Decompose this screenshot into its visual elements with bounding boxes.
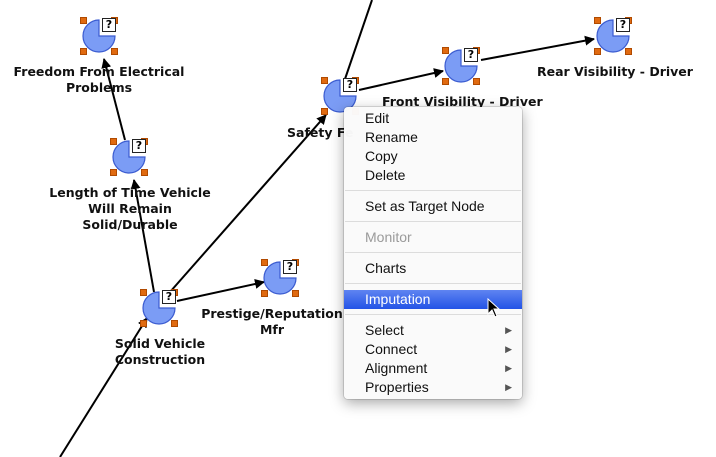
unknown-state-badge: ? xyxy=(162,290,176,304)
menu-item-label: Edit xyxy=(365,110,390,126)
node-label: Length of Time Vehicle Will Remain Solid… xyxy=(49,185,211,232)
node-label: Prestige/Reputation Mfr xyxy=(201,306,343,337)
node-label: Solid Vehicle Construction xyxy=(114,336,206,367)
menu-item-properties[interactable]: Properties ▶ xyxy=(344,378,522,397)
mouse-pointer-icon xyxy=(487,298,501,318)
chevron-right-icon: ▶ xyxy=(505,363,512,373)
menu-item-label: Connect xyxy=(365,341,418,357)
menu-item-label: Rename xyxy=(365,129,418,145)
selection-handle[interactable] xyxy=(442,47,449,54)
selection-handle[interactable] xyxy=(140,289,147,296)
selection-handle[interactable] xyxy=(261,259,268,266)
menu-item-edit[interactable]: Edit xyxy=(344,109,522,128)
menu-item-alignment[interactable]: Alignment ▶ xyxy=(344,359,522,378)
menu-item-set-as-target-node[interactable]: Set as Target Node xyxy=(344,197,522,216)
pie-node-icon xyxy=(596,19,630,53)
pie-node-icon xyxy=(323,79,357,113)
menu-item-label: Alignment xyxy=(365,360,428,376)
menu-separator xyxy=(345,252,521,253)
pie-node-icon xyxy=(444,49,478,83)
edge-front-to-rear[interactable] xyxy=(480,35,595,61)
pie-node-icon xyxy=(112,140,146,174)
selection-handle[interactable] xyxy=(140,320,147,327)
selection-handle[interactable] xyxy=(261,290,268,297)
edge-offscreen-to-solid[interactable] xyxy=(59,317,148,457)
node-rear-visibility-driver[interactable]: ? xyxy=(594,17,632,55)
selection-handle[interactable] xyxy=(594,48,601,55)
edge-safety-to-front[interactable] xyxy=(358,68,444,91)
menu-item-label: Monitor xyxy=(365,229,412,245)
menu-separator xyxy=(345,283,521,284)
node-freedom-from-electrical-problems[interactable]: ? xyxy=(80,17,118,55)
menu-item-label: Delete xyxy=(365,167,406,183)
menu-item-imputation[interactable]: Imputation xyxy=(344,290,522,309)
edge-length-to-freedom[interactable] xyxy=(101,58,126,141)
selection-handle[interactable] xyxy=(141,169,148,176)
chevron-right-icon: ▶ xyxy=(505,325,512,335)
unknown-state-badge: ? xyxy=(464,48,478,62)
menu-item-copy[interactable]: Copy xyxy=(344,147,522,166)
selection-handle[interactable] xyxy=(625,48,632,55)
unknown-state-badge: ? xyxy=(616,18,630,32)
selection-handle[interactable] xyxy=(594,17,601,24)
menu-item-label: Charts xyxy=(365,260,407,276)
menu-item-connect[interactable]: Connect ▶ xyxy=(344,340,522,359)
chevron-right-icon: ▶ xyxy=(505,382,512,392)
menu-item-rename[interactable]: Rename xyxy=(344,128,522,147)
node-label: Freedom From Electrical Problems xyxy=(13,64,185,95)
menu-separator xyxy=(345,314,521,315)
selection-handle[interactable] xyxy=(292,290,299,297)
node-label: Safety Fe xyxy=(287,125,354,140)
selection-handle[interactable] xyxy=(473,78,480,85)
edge-safety-to-offscreen[interactable] xyxy=(344,0,373,80)
selection-handle[interactable] xyxy=(110,169,117,176)
node-label: Rear Visibility - Driver xyxy=(537,64,693,79)
edge-solid-to-safety[interactable] xyxy=(169,114,327,293)
pie-node-icon xyxy=(263,261,297,295)
menu-item-label: Copy xyxy=(365,148,398,164)
chevron-right-icon: ▶ xyxy=(505,344,512,354)
unknown-state-badge: ? xyxy=(283,260,297,274)
menu-item-label: Select xyxy=(365,322,404,338)
pie-node-icon xyxy=(142,291,176,325)
node-front-visibility-driver[interactable]: ? xyxy=(442,47,480,85)
pie-node-icon xyxy=(82,19,116,53)
selection-handle[interactable] xyxy=(80,48,87,55)
node-solid-vehicle-construction[interactable]: ? xyxy=(140,289,178,327)
selection-handle[interactable] xyxy=(80,17,87,24)
menu-item-label: Properties xyxy=(365,379,429,395)
menu-item-monitor: Monitor xyxy=(344,228,522,247)
unknown-state-badge: ? xyxy=(343,78,357,92)
node-context-menu: Edit Rename Copy Delete Set as Target No… xyxy=(344,107,522,399)
selection-handle[interactable] xyxy=(321,77,328,84)
node-length-of-time-vehicle[interactable]: ? xyxy=(110,138,148,176)
edge-solid-to-length[interactable] xyxy=(130,179,155,293)
menu-item-select[interactable]: Select ▶ xyxy=(344,321,522,340)
menu-item-charts[interactable]: Charts xyxy=(344,259,522,278)
unknown-state-badge: ? xyxy=(132,139,146,153)
selection-handle[interactable] xyxy=(111,48,118,55)
node-prestige-reputation-mfr[interactable]: ? xyxy=(261,259,299,297)
selection-handle[interactable] xyxy=(442,78,449,85)
unknown-state-badge: ? xyxy=(102,18,116,32)
menu-separator xyxy=(345,221,521,222)
selection-handle[interactable] xyxy=(110,138,117,145)
menu-item-delete[interactable]: Delete xyxy=(344,166,522,185)
menu-separator xyxy=(345,190,521,191)
menu-item-label: Imputation xyxy=(365,291,431,307)
menu-item-label: Set as Target Node xyxy=(365,198,485,214)
edge-solid-to-prestige[interactable] xyxy=(176,279,265,302)
node-label: Front Visibility - Driver xyxy=(382,94,543,109)
selection-handle[interactable] xyxy=(321,108,328,115)
selection-handle[interactable] xyxy=(171,320,178,327)
